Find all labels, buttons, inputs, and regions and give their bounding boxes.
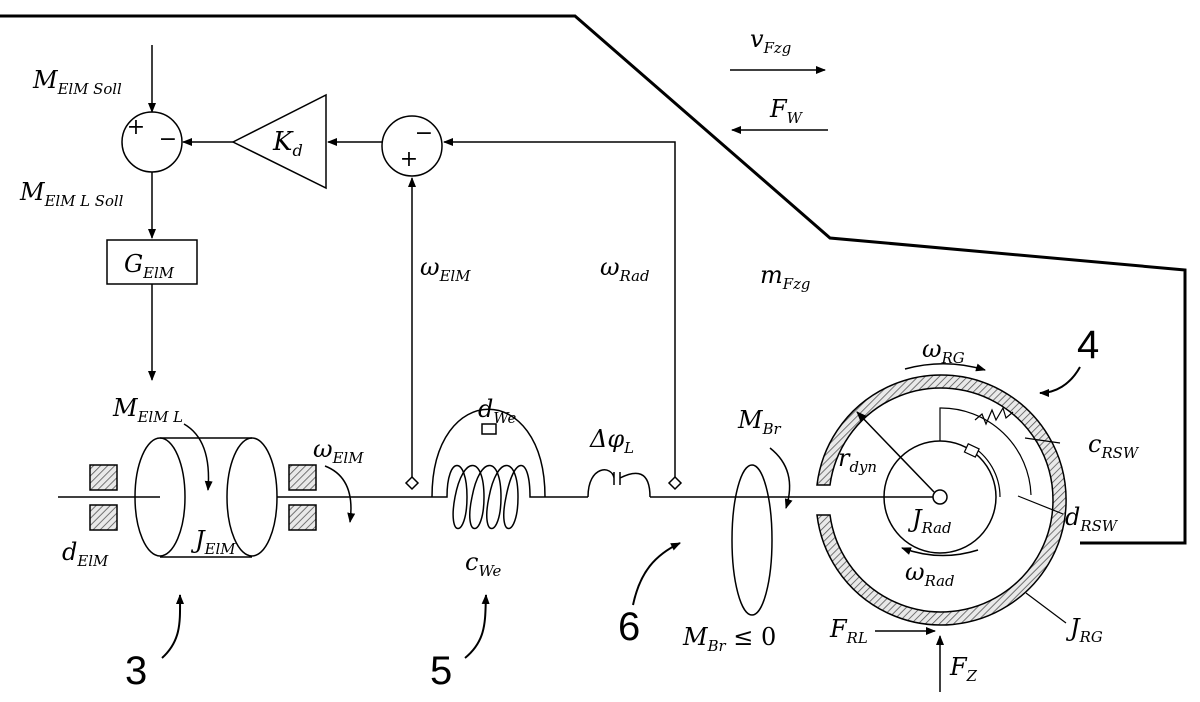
bearing-block-3	[288, 464, 317, 491]
sum1-minus-sign: −	[159, 127, 177, 152]
wheel-center	[932, 489, 948, 505]
rsw-spring-zigzag	[974, 406, 1014, 426]
d-rsw-leader	[1017, 495, 1064, 515]
label-m-elm-l-soll: MElM L Soll	[19, 178, 124, 210]
j-rg-leader	[1025, 592, 1067, 624]
label-f-rl: FRL	[829, 615, 868, 647]
c-rsw-leader	[1024, 437, 1061, 444]
label-c-we: cWe	[465, 548, 502, 580]
label-j-rad: JRad	[907, 505, 952, 537]
label-delta-phi-l: ΔφL	[589, 425, 634, 457]
summing-junction-2	[381, 115, 443, 177]
motor-cylinder-front	[134, 437, 186, 557]
sum1-plus-sign: +	[127, 115, 145, 140]
label-v-fzg: vFzg	[750, 25, 791, 57]
motor-cylinder	[160, 437, 252, 558]
label-omega-rad-wheel: ωRad	[905, 558, 955, 590]
label-omega-elm-feedback: ωElM	[420, 253, 471, 285]
label-m-elm-soll: MElM Soll	[32, 66, 122, 98]
omega-elm-sensor-point	[404, 475, 420, 491]
label-omega-rg: ωRG	[922, 335, 965, 367]
damper-symbol	[481, 423, 497, 435]
label-f-w: FW	[769, 95, 804, 127]
sum2-minus-sign: −	[415, 121, 433, 146]
kd-gain-triangle	[231, 93, 327, 190]
callout-3: 3	[125, 649, 147, 693]
callout-3-arrow	[161, 594, 185, 659]
label-g-elm: GElM	[124, 250, 175, 282]
omega-rad-sensor-point	[667, 475, 683, 491]
motor-torque-curved-arrow	[183, 423, 213, 491]
vehicle-body-outline	[0, 14, 1187, 545]
omega-rg-arrow	[904, 363, 986, 372]
label-m-elm-l: MElM L	[112, 394, 183, 426]
label-d-rsw: dRSW	[1065, 503, 1119, 535]
label-r-dyn: rdyn	[838, 444, 877, 476]
callout-5-arrow	[464, 594, 490, 659]
shaft-damper-arc	[431, 408, 546, 498]
omega-rad-wheel-arrow	[901, 547, 979, 557]
bearing-block-1	[89, 464, 118, 491]
r-dyn-radius-line	[856, 411, 935, 493]
label-omega-elm-shaft: ωElM	[313, 435, 364, 467]
label-j-rg: JRG	[1065, 614, 1103, 646]
rsw-damper-symbol	[963, 443, 980, 458]
label-kd: Kd	[272, 127, 303, 160]
label-j-elm: JElM	[190, 526, 236, 558]
torsion-spring	[432, 465, 545, 529]
brake-disc	[731, 464, 773, 616]
callout-6-arrow	[632, 542, 681, 606]
brake-torque-arrow	[769, 447, 793, 509]
label-m-fzg: mFzg	[760, 261, 810, 293]
label-m-br: MBr	[737, 406, 782, 438]
bearing-block-4	[288, 504, 317, 531]
callout-6: 6	[618, 605, 640, 649]
label-c-rsw: cRSW	[1088, 430, 1140, 462]
motor-cylinder-back	[226, 437, 278, 557]
label-d-we: dWe	[478, 395, 516, 427]
callout-5: 5	[430, 649, 452, 693]
label-d-elm: dElM	[62, 538, 109, 570]
tire-ring-outer	[816, 374, 1067, 626]
rsw-spring-frame	[939, 407, 1032, 496]
omega-elm-rotation-arrow	[324, 465, 356, 523]
label-m-br-condition: MBr ≤ 0	[682, 623, 776, 655]
callout-4-arrow	[1039, 366, 1081, 397]
label-omega-rad-feedback: ωRad	[600, 253, 650, 285]
sum2-plus-sign: +	[400, 147, 418, 172]
callout-4: 4	[1077, 323, 1099, 367]
label-f-z: FZ	[949, 653, 978, 685]
bearing-block-2	[89, 504, 118, 531]
backlash-element	[587, 469, 651, 498]
omega-rad-feedback-line	[443, 138, 676, 483]
